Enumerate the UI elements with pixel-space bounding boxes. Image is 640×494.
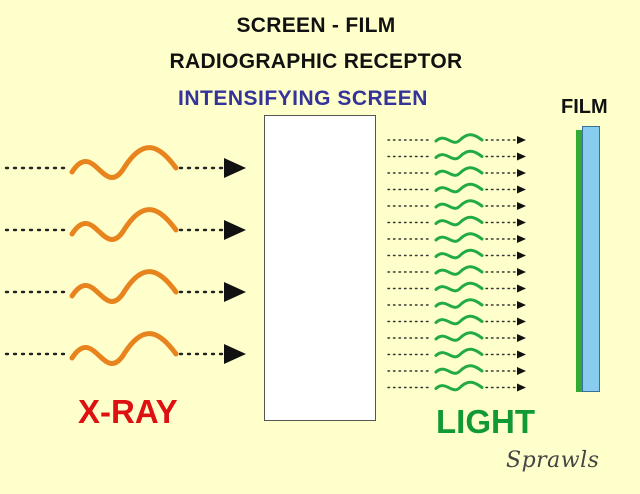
xray-arrowhead bbox=[224, 158, 246, 178]
author-signature: Sprawls bbox=[506, 448, 600, 473]
light-wave bbox=[434, 298, 484, 309]
light-label: LIGHT bbox=[436, 403, 535, 440]
light-wave bbox=[434, 215, 484, 227]
light-wave bbox=[434, 133, 484, 144]
title-line-1: SCREEN - FILM bbox=[236, 14, 396, 37]
xray-label: X-RAY bbox=[78, 393, 178, 430]
light-arrowhead bbox=[517, 251, 526, 260]
light-arrowhead bbox=[517, 218, 526, 227]
light-wave bbox=[434, 166, 484, 177]
light-arrowhead bbox=[517, 301, 526, 309]
light-arrowhead bbox=[517, 268, 526, 276]
light-arrowhead bbox=[517, 367, 526, 375]
film-base bbox=[582, 126, 600, 392]
xray-wave bbox=[69, 331, 179, 366]
light-arrowhead bbox=[517, 152, 526, 161]
light-wave bbox=[434, 182, 484, 194]
light-arrowhead bbox=[517, 284, 526, 293]
light-arrowhead bbox=[517, 136, 526, 144]
light-wave bbox=[434, 364, 484, 375]
xray-wave bbox=[69, 207, 179, 242]
xray-wave bbox=[69, 145, 179, 180]
xray-wave bbox=[69, 269, 179, 304]
intensifying-screen-label: INTENSIFYING SCREEN bbox=[178, 87, 428, 110]
intensifying-screen bbox=[264, 115, 376, 421]
light-wave bbox=[434, 149, 484, 161]
light-arrowhead bbox=[517, 383, 526, 392]
film-emulsion bbox=[576, 130, 582, 392]
light-arrowhead bbox=[517, 350, 526, 359]
light-arrowhead bbox=[517, 334, 526, 342]
light-wave bbox=[434, 314, 484, 326]
light-wave bbox=[434, 232, 484, 243]
light-arrowhead bbox=[517, 202, 526, 210]
light-wave bbox=[434, 331, 484, 342]
light-wave bbox=[434, 265, 484, 276]
light-wave bbox=[434, 380, 484, 392]
light-arrowhead bbox=[517, 317, 526, 326]
film-label: FILM bbox=[561, 96, 608, 118]
light-wave bbox=[434, 248, 484, 260]
xray-arrowhead bbox=[224, 282, 246, 302]
light-arrowhead bbox=[517, 185, 526, 194]
title-line-2: RADIOGRAPHIC RECEPTOR bbox=[169, 50, 463, 73]
light-arrowhead bbox=[517, 169, 526, 177]
light-wave bbox=[434, 281, 484, 293]
light-arrowhead bbox=[517, 235, 526, 243]
xray-arrowhead bbox=[224, 344, 246, 364]
xray-arrowhead bbox=[224, 220, 246, 240]
light-wave bbox=[434, 347, 484, 359]
light-wave bbox=[434, 199, 484, 210]
